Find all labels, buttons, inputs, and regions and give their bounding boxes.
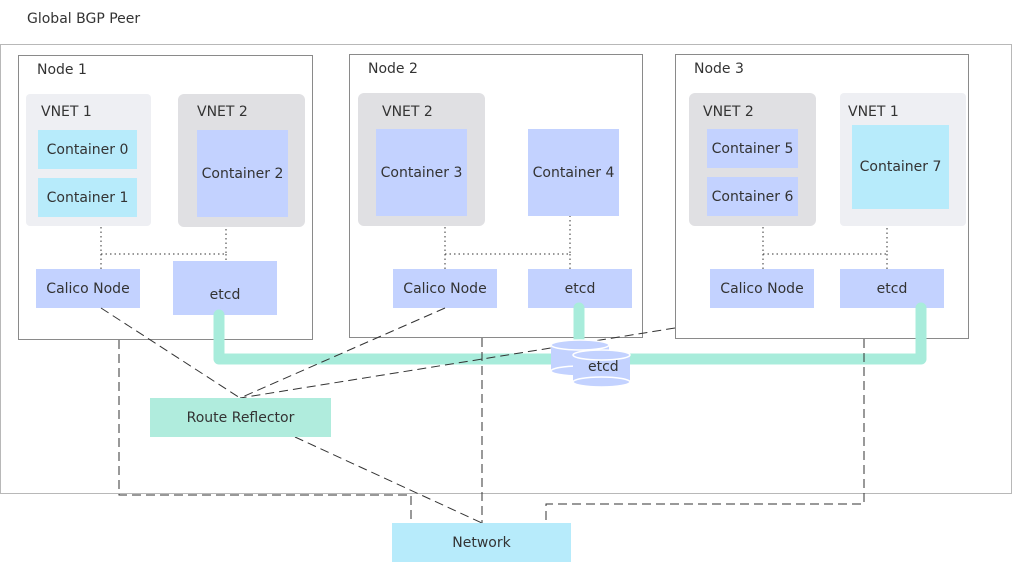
calico-3-to-reflector bbox=[239, 327, 676, 399]
container-1: Container 1 bbox=[38, 178, 137, 217]
node-2-dotted-link bbox=[444, 216, 571, 255]
container-4: Container 4 bbox=[528, 129, 619, 216]
etcd-cylinder-front bbox=[572, 349, 631, 388]
node-1-vnet-2-label: VNET 2 bbox=[197, 104, 248, 120]
bgp-peer-lines bbox=[100, 307, 676, 524]
etcd-link-node-3 bbox=[622, 302, 927, 365]
calico-2-to-reflector bbox=[239, 307, 446, 399]
container-0: Container 0 bbox=[38, 130, 137, 169]
node-2-vnet-2-label: VNET 2 bbox=[382, 104, 433, 120]
node-3-vnet-1-label: VNET 1 bbox=[848, 104, 899, 120]
node-3-label: Node 3 bbox=[694, 61, 744, 77]
node-1-dotted-link bbox=[100, 227, 227, 255]
node-3-dotted-link bbox=[762, 227, 888, 255]
node-3-calico-node: Calico Node bbox=[710, 269, 814, 308]
node-2-calico-node: Calico Node bbox=[393, 269, 497, 308]
container-3: Container 3 bbox=[376, 129, 467, 216]
route-reflector: Route Reflector bbox=[150, 398, 331, 437]
container-6: Container 6 bbox=[707, 177, 798, 216]
reflector-to-network bbox=[294, 436, 483, 524]
node-1-to-network bbox=[118, 340, 412, 523]
container-2: Container 2 bbox=[197, 130, 288, 217]
node-3-etcd: etcd bbox=[840, 269, 944, 308]
network: Network bbox=[392, 523, 571, 562]
node-3-vnet-2-label: VNET 2 bbox=[703, 104, 754, 120]
dotted-links bbox=[100, 216, 888, 269]
node-3-to-network bbox=[545, 339, 865, 523]
container-5: Container 5 bbox=[707, 129, 798, 168]
network-lines bbox=[118, 338, 865, 523]
node-1-vnet-1-label: VNET 1 bbox=[41, 104, 92, 120]
node-1-etcd: etcd bbox=[173, 261, 277, 315]
node-2-label: Node 2 bbox=[368, 61, 418, 77]
etcd-cluster-label: etcd bbox=[588, 359, 619, 375]
node-1-calico-node: Calico Node bbox=[36, 269, 140, 308]
etcd-link-node-1 bbox=[213, 309, 562, 365]
node-2-etcd: etcd bbox=[528, 269, 632, 308]
container-7: Container 7 bbox=[852, 125, 949, 209]
etcd-cluster-icon bbox=[550, 339, 631, 388]
diagram-title: Global BGP Peer bbox=[27, 11, 141, 27]
node-1-label: Node 1 bbox=[37, 62, 87, 78]
